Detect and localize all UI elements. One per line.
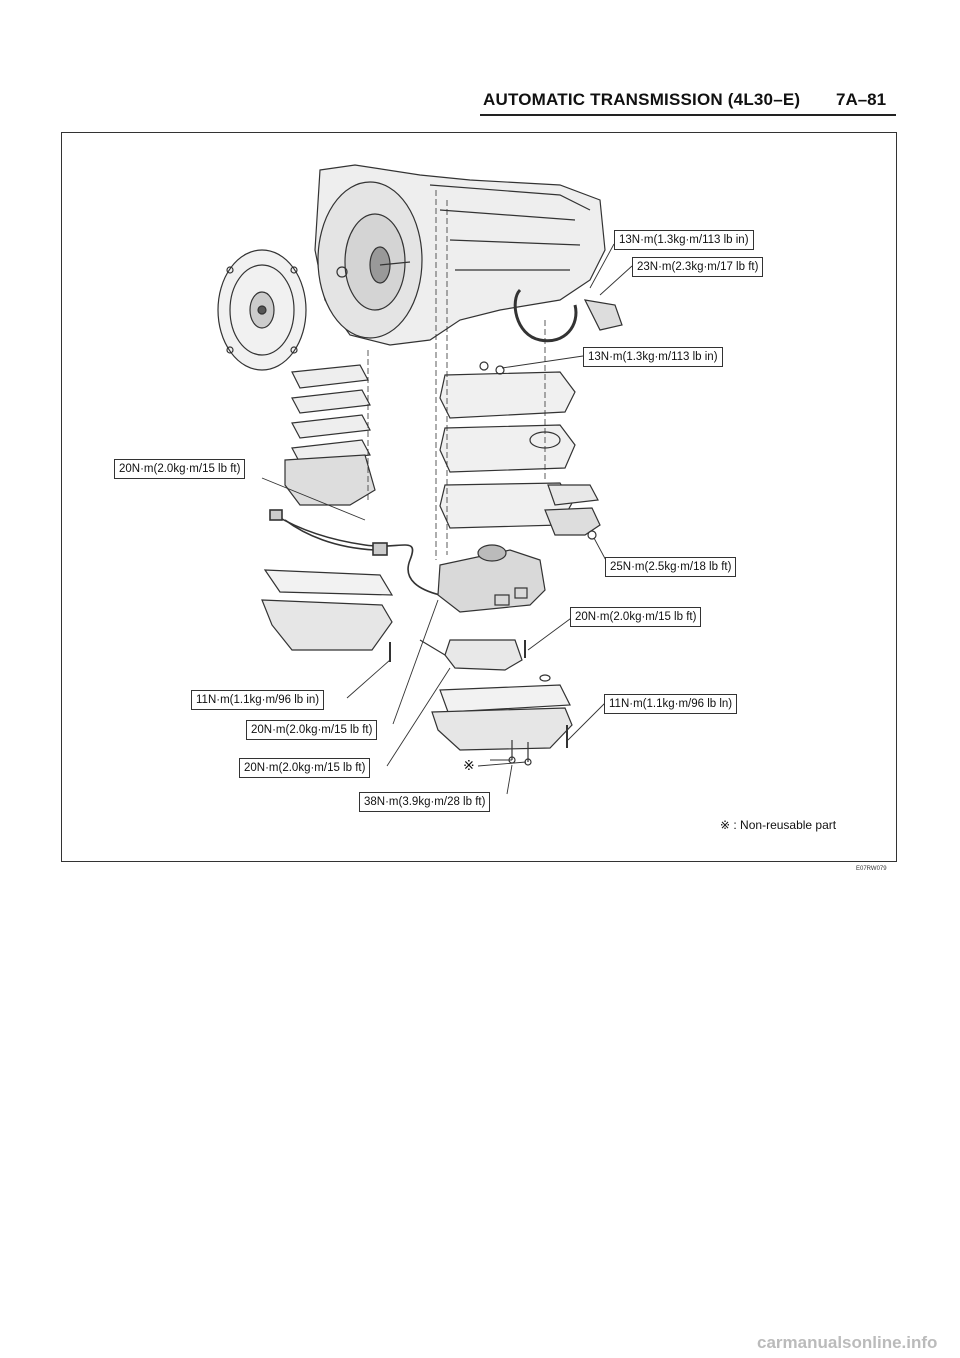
oil-pan-small-drawing: [261, 569, 394, 662]
torque-converter-drawing: [217, 249, 307, 371]
oil-pan-large-drawing: [431, 674, 573, 766]
torque-callout-2: 23N·m(2.3kg·m/17 lb ft): [632, 257, 764, 277]
leader-lines: [261, 243, 633, 795]
torque-callout-5: 25N·m(2.5kg·m/18 lb ft): [605, 557, 737, 577]
non-reusable-marker: ※: [463, 757, 475, 773]
page-header-title: AUTOMATIC TRANSMISSION (4L30–E): [483, 90, 801, 109]
alignment-lines: [367, 190, 546, 560]
torque-callout-7: 11N·m(1.1kg·m/96 lb in): [191, 690, 325, 710]
page-number: 7A–81: [836, 90, 887, 109]
watermark: carmanualsonline.info: [757, 1333, 938, 1352]
strainer-drawing: [419, 639, 526, 671]
torque-callout-8: 11N·m(1.1kg·m/96 lb ln): [604, 694, 738, 714]
non-reusable-note: ※ : Non-reusable part: [720, 818, 837, 832]
wiring-harness-drawing: [269, 509, 441, 596]
torque-callout-6: 20N·m(2.0kg·m/15 lb ft): [570, 607, 702, 627]
torque-callout-3: 13N·m(1.3kg·m/113 lb in): [583, 347, 723, 367]
torque-callout-4: 20N·m(2.0kg·m/15 lb ft): [114, 459, 246, 479]
figure-code: E07RW079: [856, 866, 887, 872]
torque-callout-9: 20N·m(2.0kg·m/15 lb ft): [246, 720, 378, 740]
main-valve-body-drawing: [437, 544, 546, 613]
figure-frame: [61, 132, 897, 862]
torque-callout-11: 38N·m(3.9kg·m/28 lb ft): [359, 792, 491, 812]
header-rule: [480, 114, 896, 116]
valve-plate-stack-left: [284, 364, 376, 506]
torque-callout-1: 13N·m(1.3kg·m/113 lb in): [614, 230, 754, 250]
transmission-case-drawing: [314, 164, 623, 346]
valve-body-plate-stack: [439, 361, 601, 540]
torque-callout-10: 20N·m(2.0kg·m/15 lb ft): [239, 758, 371, 778]
